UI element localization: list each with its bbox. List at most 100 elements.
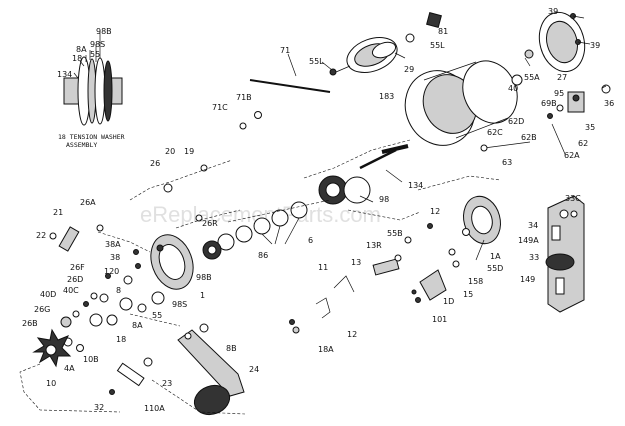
label-86: 86 (258, 251, 268, 260)
label-81: 81 (438, 27, 448, 36)
label-33: 33 (529, 253, 539, 262)
label-4A: 4A (64, 364, 75, 373)
label-101: 101 (432, 315, 447, 324)
label-98S: 98S (172, 300, 187, 309)
label-40D: 40D (40, 290, 56, 299)
label-39-right: 39 (590, 41, 600, 50)
label-62D: 62D (508, 117, 524, 126)
side-plate-27 (511, 11, 611, 94)
label-62C: 62C (487, 128, 503, 137)
label-95: 95 (554, 89, 564, 98)
label-15: 15 (463, 290, 473, 299)
callout-8A: 8A (76, 45, 87, 54)
label-33C: 33C (565, 194, 581, 203)
label-32: 32 (94, 403, 104, 412)
label-98: 98 (379, 195, 389, 204)
label-149: 149 (520, 275, 535, 284)
label-55B: 55B (387, 229, 403, 238)
label-21: 21 (53, 208, 63, 217)
label-98B: 98B (196, 273, 212, 282)
clamp-bracket-33 (545, 195, 585, 313)
label-55: 55 (152, 311, 162, 320)
label-26F: 26F (70, 263, 85, 272)
label-26: 26 (150, 159, 160, 168)
main-shaft-71 (239, 79, 409, 170)
left-small-parts (49, 224, 165, 352)
label-leaders (287, 15, 607, 261)
label-36: 36 (604, 99, 614, 108)
label-35: 35 (585, 123, 595, 132)
label-71: 71 (280, 46, 290, 55)
shaft-13-assembly (289, 254, 447, 334)
label-18: 18 (116, 335, 126, 344)
label-1A: 1A (490, 252, 501, 261)
label-26D: 26D (67, 275, 83, 284)
label-55D: 55D (487, 264, 503, 273)
label-26G: 26G (34, 305, 50, 314)
label-8: 8 (116, 286, 121, 295)
callout-18: 18 (72, 54, 82, 63)
label-12: 12 (430, 207, 440, 216)
callout-55: 55 (90, 50, 100, 59)
label-71C: 71C (212, 103, 228, 112)
label-23: 23 (162, 379, 172, 388)
label-8B: 8B (226, 344, 237, 353)
label-22: 22 (36, 231, 46, 240)
label-62: 62 (578, 139, 588, 148)
spool-group (329, 12, 442, 76)
label-183: 183 (379, 92, 394, 101)
star-drag-10 (32, 328, 72, 368)
label-1: 1 (200, 291, 205, 300)
inset-caption-line1: 18 TENSION WASHER (58, 133, 125, 141)
part-labels: 81 39 55L 29 55L 39 71 71B 71C 183 40 55… (22, 7, 614, 413)
label-26A: 26A (80, 198, 96, 207)
label-38A: 38A (105, 240, 121, 249)
label-24: 24 (249, 365, 259, 374)
label-134: 134 (408, 181, 423, 190)
label-18A: 18A (318, 345, 334, 354)
label-1D: 1D (443, 297, 454, 306)
label-13: 13 (351, 258, 361, 267)
label-12-lower: 12 (347, 330, 357, 339)
label-120: 120 (104, 267, 119, 276)
label-34: 34 (528, 221, 538, 230)
label-19: 19 (184, 147, 194, 156)
label-10: 10 (46, 379, 56, 388)
label-39-top: 39 (548, 7, 558, 16)
gear-train (163, 164, 371, 260)
left-side-plate-1 (150, 234, 194, 290)
label-62B: 62B (521, 133, 537, 142)
assembly-leader-lines (19, 139, 501, 415)
handle-arm-24 (109, 323, 245, 416)
label-20: 20 (165, 147, 175, 156)
inset-caption-line2: ASSEMBLY (66, 141, 97, 149)
tension-washer-assembly-inset: 98B 98S 8A 18 55 134 18 TENSION WASHER A… (57, 27, 125, 149)
label-69B: 69B (541, 99, 557, 108)
label-62A: 62A (564, 151, 580, 160)
label-27: 27 (557, 73, 567, 82)
label-13R: 13R (366, 241, 382, 250)
label-38: 38 (110, 253, 120, 262)
label-26R: 26R (202, 219, 218, 228)
label-55L-right: 55L (430, 41, 445, 50)
label-110A: 110A (144, 404, 165, 413)
label-71B: 71B (236, 93, 252, 102)
label-11: 11 (318, 263, 328, 272)
label-26B: 26B (22, 319, 38, 328)
label-40C: 40C (63, 286, 79, 295)
label-55L-left: 55L (309, 57, 324, 66)
callout-134: 134 (57, 70, 72, 79)
frame-183 (404, 60, 518, 146)
label-149A: 149A (518, 236, 539, 245)
label-40: 40 (508, 84, 518, 93)
callout-98S: 98S (90, 40, 105, 49)
callout-98B: 98B (96, 27, 112, 36)
right-side-plate-1A (404, 195, 501, 268)
label-55A: 55A (524, 73, 540, 82)
label-8A: 8A (132, 321, 143, 330)
drag-assembly-35 (480, 91, 585, 152)
label-10B: 10B (83, 355, 99, 364)
label-158: 158 (468, 277, 483, 286)
